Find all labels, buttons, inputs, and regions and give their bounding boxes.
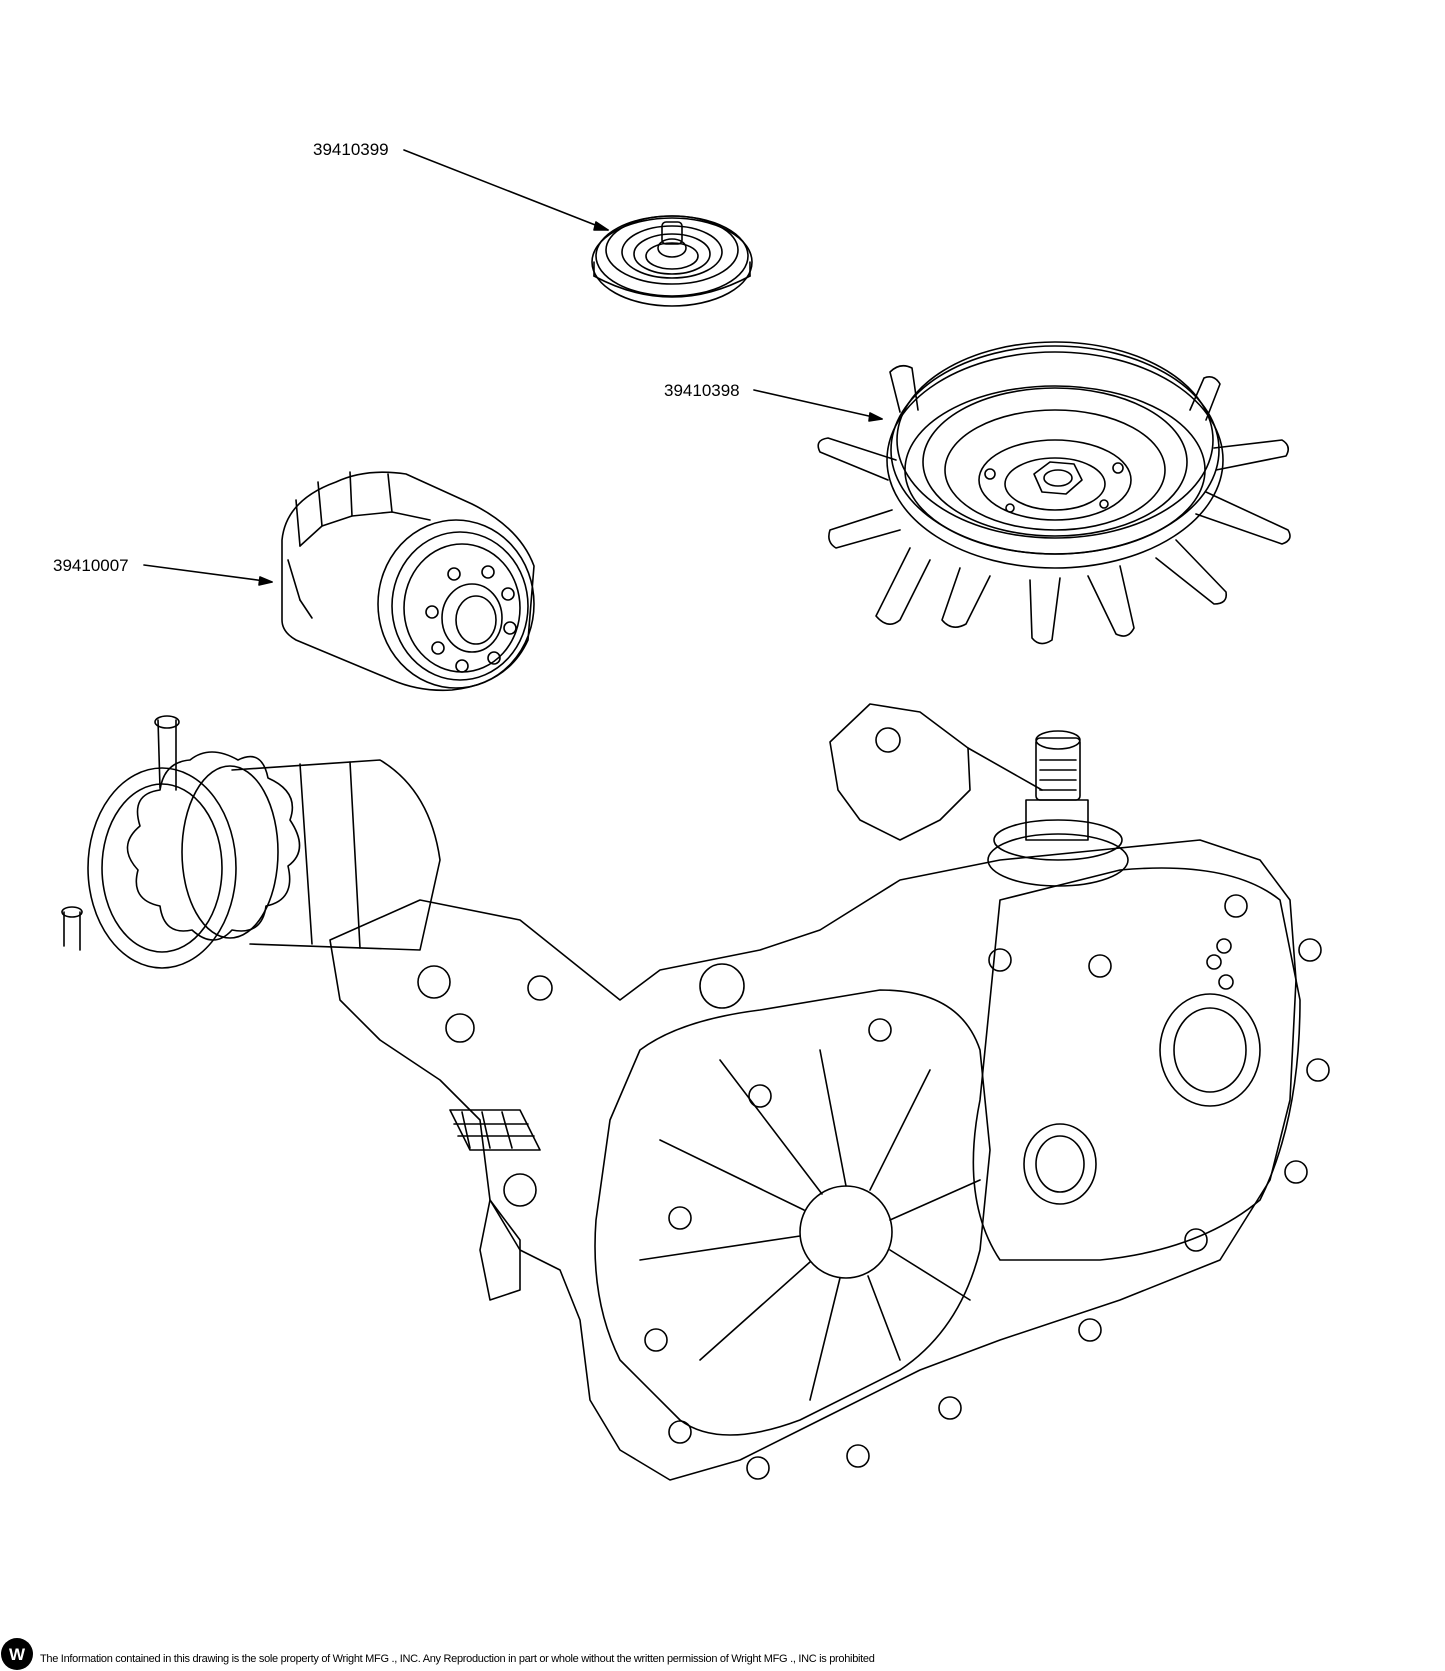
leader-line-39410007 <box>144 565 272 585</box>
fan-pulley <box>818 342 1290 644</box>
small-pulley <box>592 216 752 306</box>
leader-line-39410398 <box>754 390 882 421</box>
transaxle-assembly <box>62 704 1329 1480</box>
logo-letter: W <box>9 1645 26 1664</box>
leader-line-shaft <box>968 748 1042 790</box>
oil-filter <box>282 472 534 690</box>
footer: W The Information contained in this draw… <box>0 1636 1445 1671</box>
callout-39410399: 39410399 <box>313 140 389 159</box>
wright-logo-icon: W <box>1 1638 33 1670</box>
callout-39410398: 39410398 <box>664 381 740 400</box>
bolt-heads <box>645 895 1329 1479</box>
disclaimer-text: The Information contained in this drawin… <box>40 1653 875 1665</box>
leader-line-39410399 <box>404 150 608 230</box>
callout-39410007: 39410007 <box>53 556 129 575</box>
